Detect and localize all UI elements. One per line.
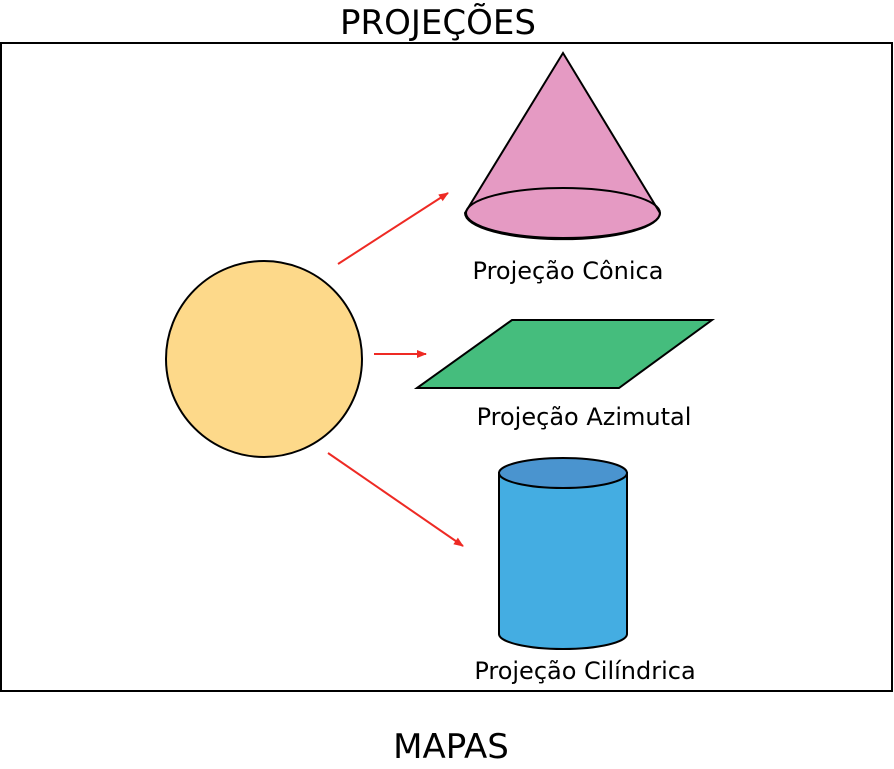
cone-shape [463,51,662,241]
cylinder-body [498,472,628,650]
diagram-frame [0,42,893,692]
cone-body [463,51,662,241]
diagram-title: PROJEÇÕES [340,2,536,43]
globe [165,260,363,458]
conic-label: Projeção Cônica [473,257,664,285]
cylinder-shape [498,457,628,650]
cylindrical-label: Projeção Cilíndrica [474,657,695,685]
arrow-to-cylindrical [327,452,464,547]
azimuthal-label: Projeção Azimutal [477,403,692,431]
cylinder-top [498,457,628,489]
cone-base [465,187,661,239]
plane-shape [413,319,716,389]
footer-label: MAPAS [393,727,509,767]
arrow-to-conic [337,192,449,265]
